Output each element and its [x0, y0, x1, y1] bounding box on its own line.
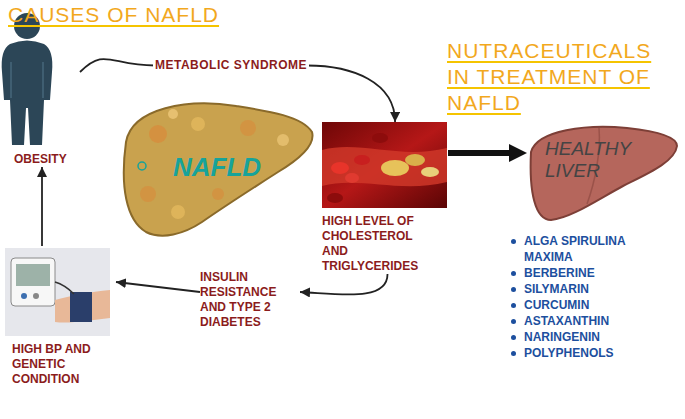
- node-text: INSULIN RESISTANCE AND TYPE 2 DIABETES: [200, 270, 298, 330]
- artery-image: [322, 122, 447, 208]
- node-text: HEALTHY LIVER: [545, 138, 640, 182]
- cause-box: HIGH LEVEL OF CHOLESTEROL AND TRIGLYCERI…: [322, 122, 448, 274]
- thick-arrow: [448, 150, 509, 156]
- blood-cell: [354, 155, 370, 165]
- cause-box: INSULIN RESISTANCE AND TYPE 2 DIABETES: [200, 270, 300, 330]
- cause-box: HIGH BP AND GENETIC CONDITION: [4, 246, 116, 387]
- bullet-item: BERBERINE: [508, 265, 626, 281]
- list-text: BERBERINE: [524, 266, 595, 280]
- bullet-item: POLYPHENOLS: [508, 345, 626, 361]
- cause-box: OBESITY: [4, 12, 80, 167]
- list-text: NARINGENIN: [524, 330, 600, 344]
- plaque: [381, 160, 409, 176]
- flow-arrow: [116, 282, 200, 292]
- monitor-screen: [16, 264, 50, 286]
- bullet-item: CURCUMIN: [508, 297, 626, 313]
- node-text: HIGH LEVEL OF CHOLESTEROL AND TRIGLYCERI…: [322, 214, 434, 274]
- plaque: [421, 167, 439, 177]
- bullet-item: SILYMARIN: [508, 281, 626, 297]
- node-text: OBESITY: [14, 152, 80, 167]
- bullet-item: ASTAXANTHIN: [508, 313, 626, 329]
- cuff: [70, 292, 92, 322]
- photo-ground: [5, 248, 110, 336]
- bullet-item: NARINGENIN: [508, 329, 626, 345]
- node-text: HIGH BP AND GENETIC CONDITION: [12, 342, 112, 387]
- monitor-button: [33, 293, 39, 299]
- flow-arrow: [41, 167, 43, 246]
- plaque: [405, 154, 425, 166]
- blood-cell: [327, 193, 343, 203]
- artery-ground: [322, 122, 447, 208]
- cuff-tube: [55, 282, 74, 294]
- monitor-button: [21, 293, 27, 299]
- person-body: [2, 41, 53, 146]
- blood-cell: [331, 162, 349, 174]
- arm: [55, 290, 110, 323]
- person-icon: [2, 13, 53, 145]
- bullet-item: ALGA SPIRULINA MAXIMA: [508, 233, 626, 265]
- list-text: POLYPHENOLS: [524, 346, 614, 360]
- liver-node: HEALTHY LIVER: [527, 122, 679, 224]
- edge-label: METABOLIC SYNDROME: [153, 58, 309, 73]
- blood-cell: [345, 173, 359, 183]
- section-heading: NUTRACEUTICALS IN TREATMENT OF NAFLD: [447, 38, 657, 116]
- list-text: ASTAXANTHIN: [524, 314, 609, 328]
- person-arm-lines: [11, 62, 43, 98]
- artery-tube: [322, 147, 447, 186]
- blood-cell: [372, 133, 388, 143]
- blood-pressure-image: [5, 248, 110, 336]
- list-text: ALGA SPIRULINA MAXIMA: [524, 234, 625, 264]
- node-text: NAFLD: [173, 152, 261, 182]
- nutraceutical-list: ALGA SPIRULINA MAXIMA BERBERINE SILYMARIN C…: [508, 233, 626, 361]
- list-text: CURCUMIN: [524, 298, 589, 312]
- monitor: [11, 258, 55, 306]
- section-heading: CAUSES OF NAFLD: [8, 2, 219, 28]
- liver-node: NAFLD: [118, 94, 316, 240]
- flow-arrow: [300, 274, 388, 295]
- list-text: SILYMARIN: [524, 282, 589, 296]
